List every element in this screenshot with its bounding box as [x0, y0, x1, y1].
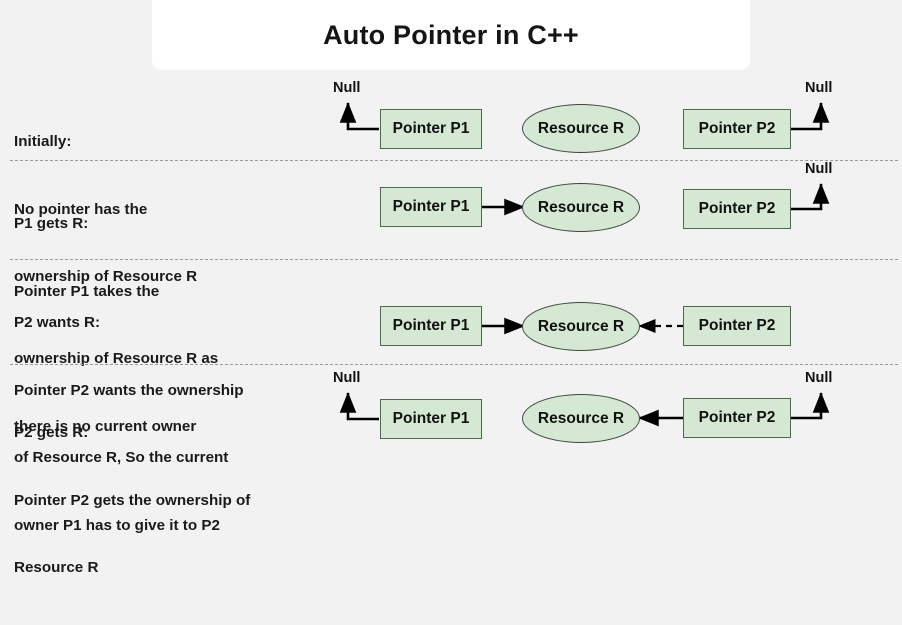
null-label-left: Null	[333, 370, 361, 386]
caption-line: Pointer P2 gets the ownership of	[14, 491, 251, 509]
edge-row1-p1-to-null	[339, 101, 379, 131]
node-pointer-p1[interactable]: Pointer P1	[380, 109, 482, 149]
caption-line: P2 wants R:	[14, 314, 101, 331]
null-label-right: Null	[805, 161, 833, 177]
caption-line: there is no current owner	[14, 417, 197, 435]
row-divider	[10, 259, 898, 260]
node-pointer-p2[interactable]: Pointer P2	[683, 398, 791, 438]
diagram-canvas: Auto Pointer in C++	[10, 0, 898, 576]
caption-line: No pointer has the	[14, 200, 148, 218]
null-label-right: Null	[805, 80, 833, 96]
node-pointer-p2[interactable]: Pointer P2	[683, 109, 791, 149]
node-resource-r[interactable]: Resource R	[522, 394, 640, 443]
node-resource-r[interactable]: Resource R	[522, 183, 640, 232]
edge-row1-p2-to-null	[790, 101, 830, 131]
caption-line: Initially:	[14, 133, 72, 150]
node-pointer-p1[interactable]: Pointer P1	[380, 187, 482, 227]
caption-line: Resource R	[14, 559, 99, 576]
page-title: Auto Pointer in C++	[323, 20, 579, 50]
node-pointer-p2[interactable]: Pointer P2	[683, 189, 791, 229]
row-p1-gets-r-caption: P1 gets R: Pointer P1 takes the ownershi…	[14, 168, 218, 483]
edge-row4-p1-to-null	[339, 391, 379, 421]
null-label-left: Null	[333, 80, 361, 96]
caption-line: ownership of Resource R	[14, 268, 198, 285]
caption-line: Pointer P2 wants the ownership	[14, 381, 244, 399]
edge-row2-p2-to-null	[790, 182, 830, 211]
row-divider	[10, 364, 898, 365]
node-pointer-p1[interactable]: Pointer P1	[380, 306, 482, 346]
title-card: Auto Pointer in C++	[152, 0, 750, 70]
caption-line: P2 gets R:	[14, 424, 89, 441]
row-p2-gets-r-caption: P2 gets R: Pointer P2 gets the ownership…	[14, 377, 250, 625]
node-resource-r[interactable]: Resource R	[522, 104, 640, 153]
null-label-right: Null	[805, 370, 833, 386]
caption-line: ownership of Resource R as	[14, 350, 219, 367]
node-resource-r[interactable]: Resource R	[522, 302, 640, 351]
node-pointer-p1[interactable]: Pointer P1	[380, 399, 482, 439]
row-initially-caption: Initially: No pointer has the ownership …	[14, 86, 197, 334]
caption-line: P1 gets R:	[14, 215, 89, 232]
node-pointer-p2[interactable]: Pointer P2	[683, 306, 791, 346]
row-divider	[10, 160, 898, 161]
edge-row4-p2-to-null	[790, 391, 830, 420]
caption-line: Pointer P1 takes the	[14, 282, 160, 300]
